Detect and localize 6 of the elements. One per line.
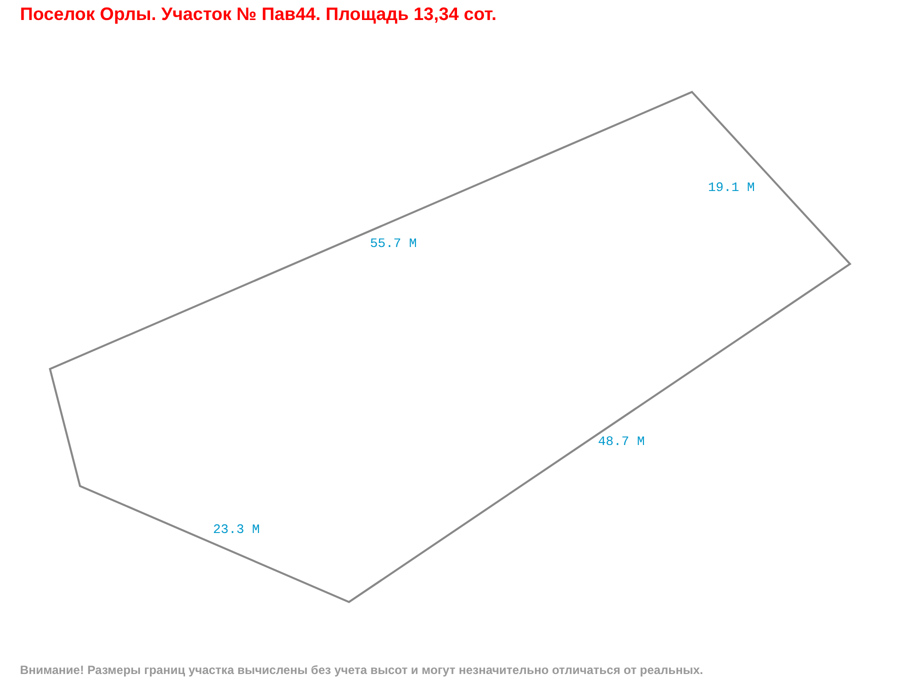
dimension-label: 48.7 М (598, 434, 645, 449)
dimension-label: 55.7 М (370, 236, 417, 251)
title: Поселок Орлы. Участок № Пав44. Площадь 13,34 сот. (20, 3, 497, 25)
caption: Внимание! Размеры границ участка вычислены без учета высот и могут незначительно отличаться от реальных. (20, 662, 704, 678)
dimension-label: 23.3 М (213, 522, 260, 537)
dimension-label: 19.1 М (708, 180, 755, 195)
